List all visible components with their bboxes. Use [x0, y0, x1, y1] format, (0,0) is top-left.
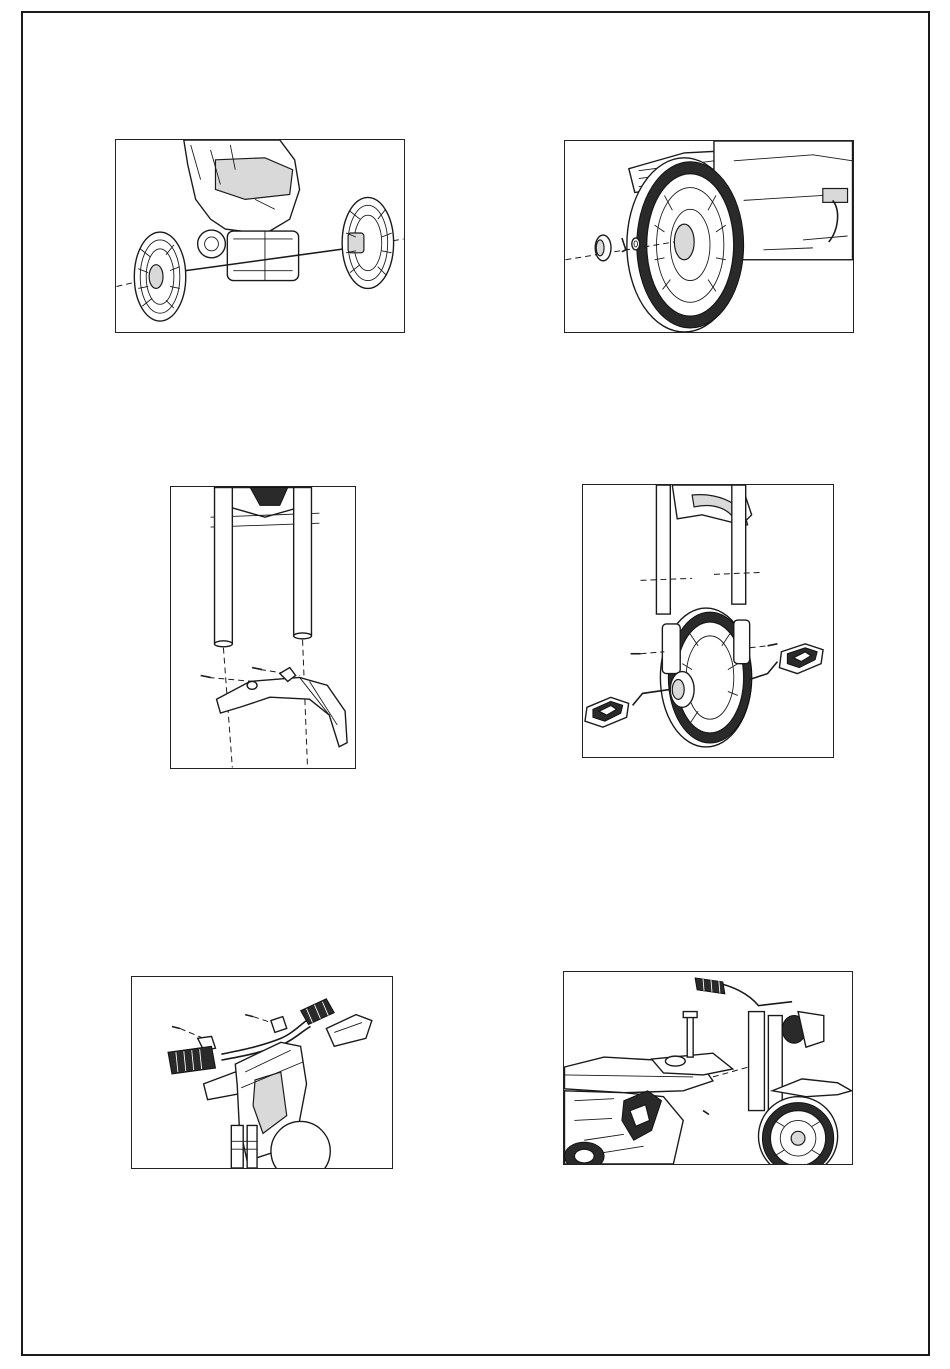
- figure-front-wheel-pedals: [582, 484, 834, 758]
- figure-rear-wheels-axle: [115, 139, 405, 333]
- rear-wheel-hardware-illustration: [565, 141, 853, 332]
- figure-front-fender: [170, 486, 356, 769]
- figure-rear-wheel-hardware: [564, 140, 854, 333]
- front-wheel-pedals-illustration: [583, 485, 833, 757]
- rear-axle-illustration: [116, 140, 404, 332]
- figure-handlebar-mirrors: [131, 976, 393, 1169]
- front-fender-illustration: [171, 487, 355, 768]
- handlebar-bolt-illustration: [564, 972, 852, 1164]
- handlebar-mirrors-illustration: [132, 977, 392, 1168]
- figure-handlebar-bolt: [563, 971, 853, 1165]
